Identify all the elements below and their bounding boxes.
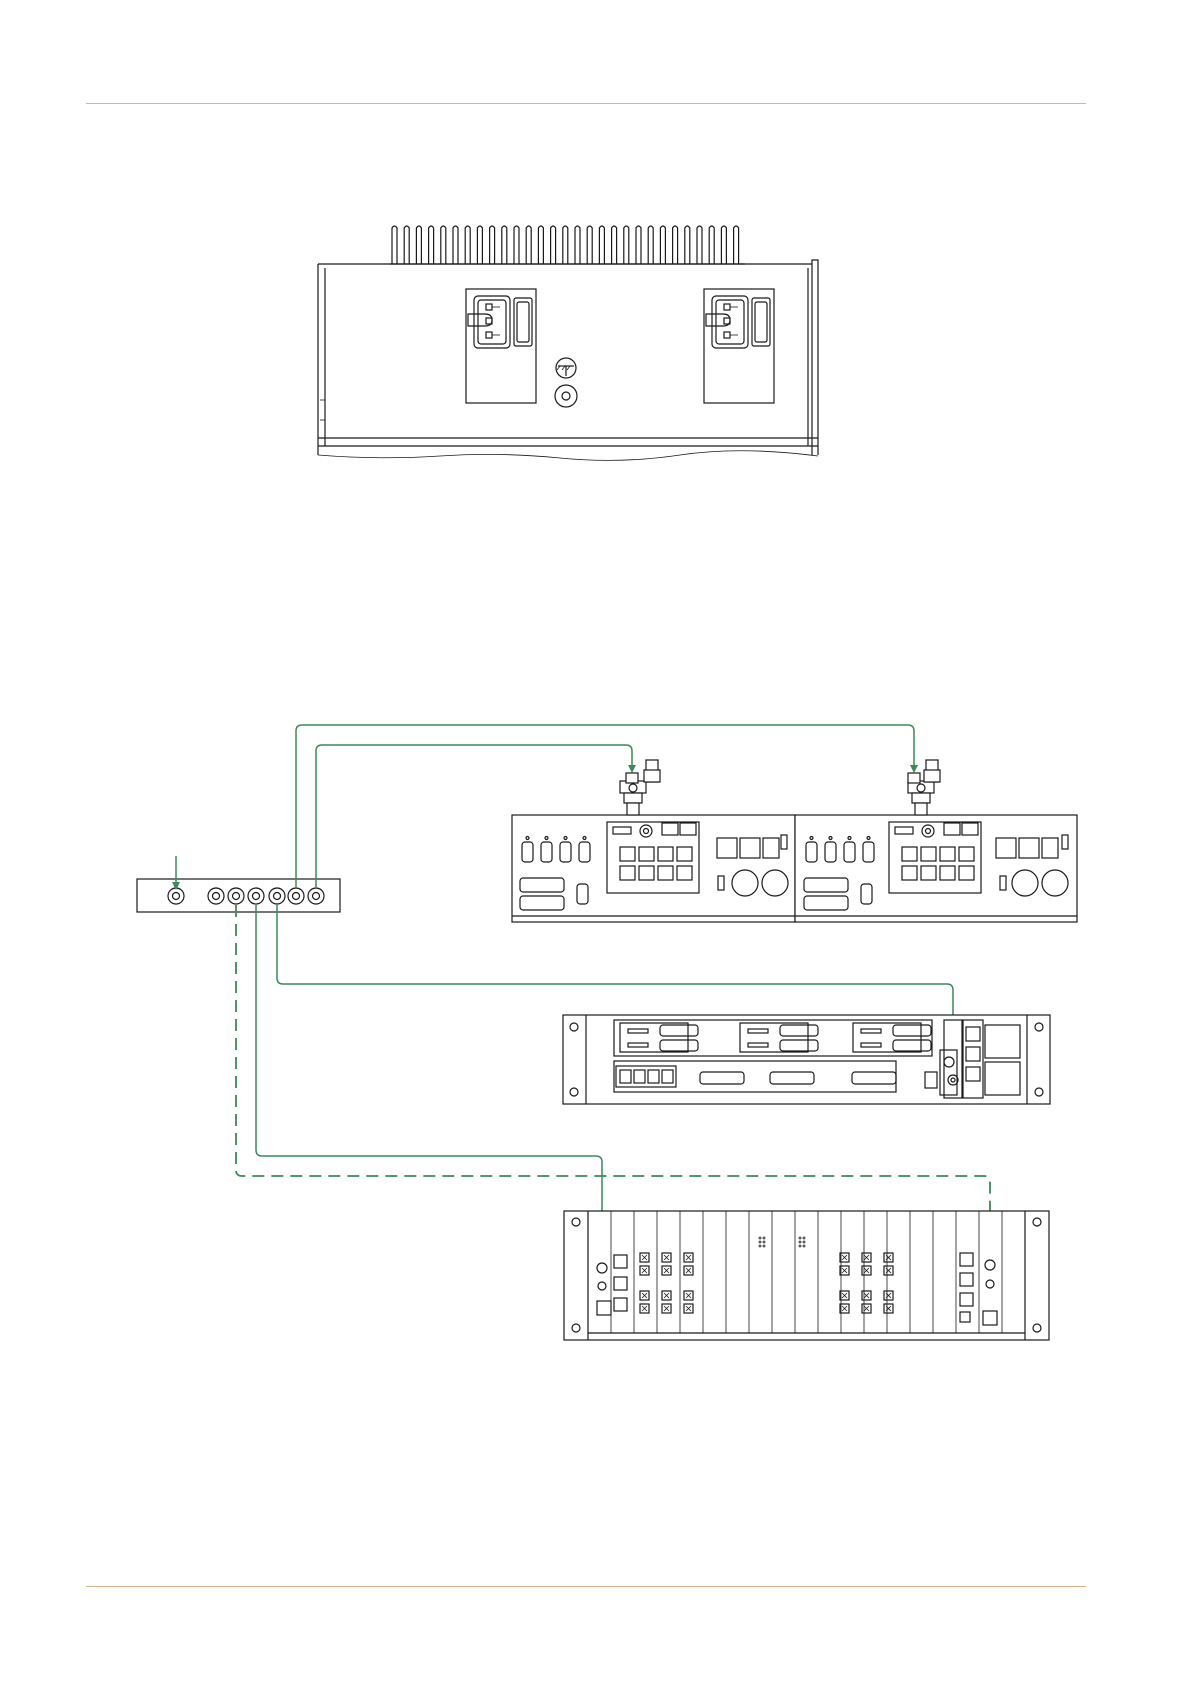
cable-to-frame-b xyxy=(296,725,914,888)
power-inlet-left xyxy=(466,289,536,403)
bnc-tee-connector-b xyxy=(908,760,940,815)
power-supply-rear-view xyxy=(0,0,1191,480)
power-inlet-right xyxy=(704,289,774,403)
rack-interface-unit xyxy=(563,1015,1050,1104)
footer-rule xyxy=(86,1586,1086,1587)
ground-symbol-icon xyxy=(556,358,576,378)
cable-to-rack-unit xyxy=(277,905,953,1072)
frame-b xyxy=(795,760,1077,922)
cable-to-card-frame-left xyxy=(256,905,602,1268)
bnc-tee-connector-a xyxy=(620,760,660,815)
cable-to-card-frame-right xyxy=(236,905,990,1265)
card-frame xyxy=(564,1211,1049,1340)
cable-to-frame-a xyxy=(316,745,632,888)
distribution-amplifier xyxy=(137,856,340,912)
frame-a xyxy=(512,760,795,922)
heatsink-fins xyxy=(392,226,739,264)
ground-terminal xyxy=(555,385,577,407)
